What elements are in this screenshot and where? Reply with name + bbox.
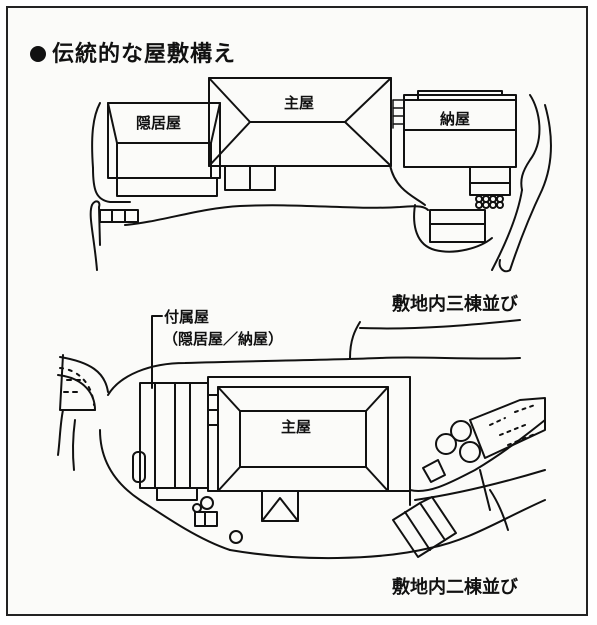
label-fuzoku: 付属屋 [164, 308, 210, 326]
omoya-bottom-building [208, 377, 410, 521]
site-boundary-top [91, 95, 551, 271]
steps-top [393, 100, 404, 128]
bullet-icon [30, 46, 46, 62]
omoya-top-building [209, 78, 391, 190]
site-boundary-bottom [58, 320, 545, 558]
naya-building [404, 91, 516, 208]
caption-top: 敷地内三棟並び [392, 294, 518, 315]
trees-bottom [423, 421, 480, 482]
fuzoku-leader-line [152, 316, 162, 388]
top-site-plan [91, 78, 551, 271]
inkyo-building [108, 103, 220, 196]
label-naya: 納屋 [440, 110, 471, 128]
shed-bottom [393, 497, 456, 557]
gate-top [100, 210, 138, 222]
bottom-site-plan [58, 316, 545, 558]
fuzoku-building [133, 383, 218, 500]
figure-title: 伝統的な屋敷構え [30, 36, 236, 68]
label-omoya-top: 主屋 [284, 94, 315, 112]
caption-bottom: 敷地内二棟並び [392, 577, 518, 598]
figure-title-text: 伝統的な屋敷構え [52, 42, 237, 67]
shed-top [430, 210, 485, 242]
label-inkyo: 隠居屋 [136, 114, 182, 132]
well-area [193, 497, 242, 543]
label-fuzoku-sub: （隠居屋／納屋） [163, 330, 284, 348]
label-omoya-bottom: 主屋 [281, 418, 312, 436]
